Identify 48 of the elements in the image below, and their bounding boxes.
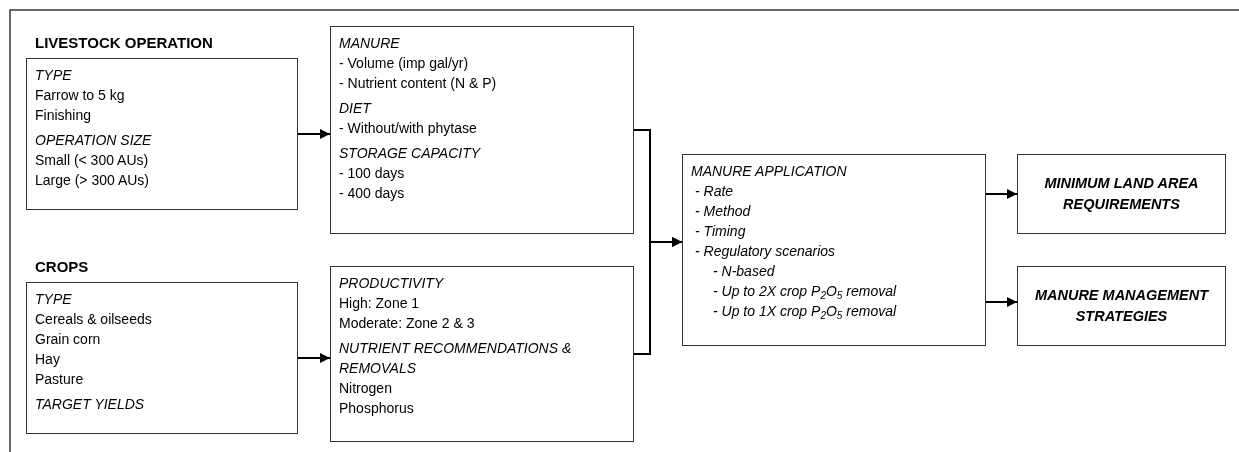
process-box — [330, 266, 634, 442]
list-item: Cereals & oilseeds — [35, 310, 153, 329]
list-item: Farrow to 5 kg — [35, 86, 126, 105]
section-heading: PRODUCTIVITY — [339, 274, 445, 293]
list-item: Small (< 300 AUs) — [35, 151, 150, 170]
list-item: - Timing — [694, 222, 747, 241]
list-item: - Volume (imp gal/yr) — [339, 54, 470, 73]
section-heading: OPERATION SIZE — [35, 131, 153, 150]
group-heading: LIVESTOCK OPERATION — [35, 33, 213, 53]
list-item: Large (> 300 AUs) — [35, 171, 150, 190]
list-item: Moderate: Zone 2 & 3 — [339, 314, 476, 333]
section-heading: STORAGE CAPACITY — [339, 144, 482, 163]
group-heading: CROPS — [35, 257, 89, 277]
arrow — [985, 189, 1018, 199]
box-title: MINIMUM LAND AREA REQUIREMENTS — [1043, 174, 1200, 214]
list-item: Grain corn — [35, 330, 102, 349]
list-item: - Up to 1X crop P$_{2}$O$_{5}$ removal — [712, 302, 898, 321]
section-heading: MANURE — [339, 34, 401, 53]
arrow — [633, 237, 683, 355]
section-heading: MANURE APPLICATION — [691, 162, 848, 181]
list-item: High: Zone 1 — [339, 294, 421, 313]
section-heading: TARGET YIELDS — [35, 395, 146, 414]
list-item: - Up to 2X crop P$_{2}$O$_{5}$ removal — [712, 282, 898, 301]
list-item: Hay — [35, 350, 61, 369]
arrow — [297, 129, 331, 139]
arrow — [297, 353, 331, 363]
list-item: Phosphorus — [339, 399, 415, 418]
list-item: Nitrogen — [339, 379, 393, 398]
list-item: Pasture — [35, 370, 85, 389]
section-heading: TYPE — [35, 290, 73, 309]
list-item: - Regulatory scenarios — [694, 242, 837, 261]
process-box — [682, 154, 986, 346]
list-item: - Nutrient content (N & P) — [339, 74, 498, 93]
section-heading: NUTRIENT RECOMMENDATIONS & REMOVALS — [339, 339, 573, 378]
list-item: - Method — [694, 202, 752, 221]
list-item: Finishing — [35, 106, 93, 125]
box-title: MANURE MANAGEMENT STRATEGIES — [1033, 286, 1210, 326]
list-item: - 400 days — [339, 184, 406, 203]
list-item: - 100 days — [339, 164, 406, 183]
arrow — [985, 297, 1018, 307]
process-box — [1017, 266, 1226, 346]
section-heading: TYPE — [35, 66, 73, 85]
list-item: - Rate — [694, 182, 735, 201]
section-heading: DIET — [339, 99, 373, 118]
process-box — [1017, 154, 1226, 234]
list-item: - Without/with phytase — [339, 119, 478, 138]
list-item: - N-based — [712, 262, 776, 281]
process-box — [330, 26, 634, 234]
